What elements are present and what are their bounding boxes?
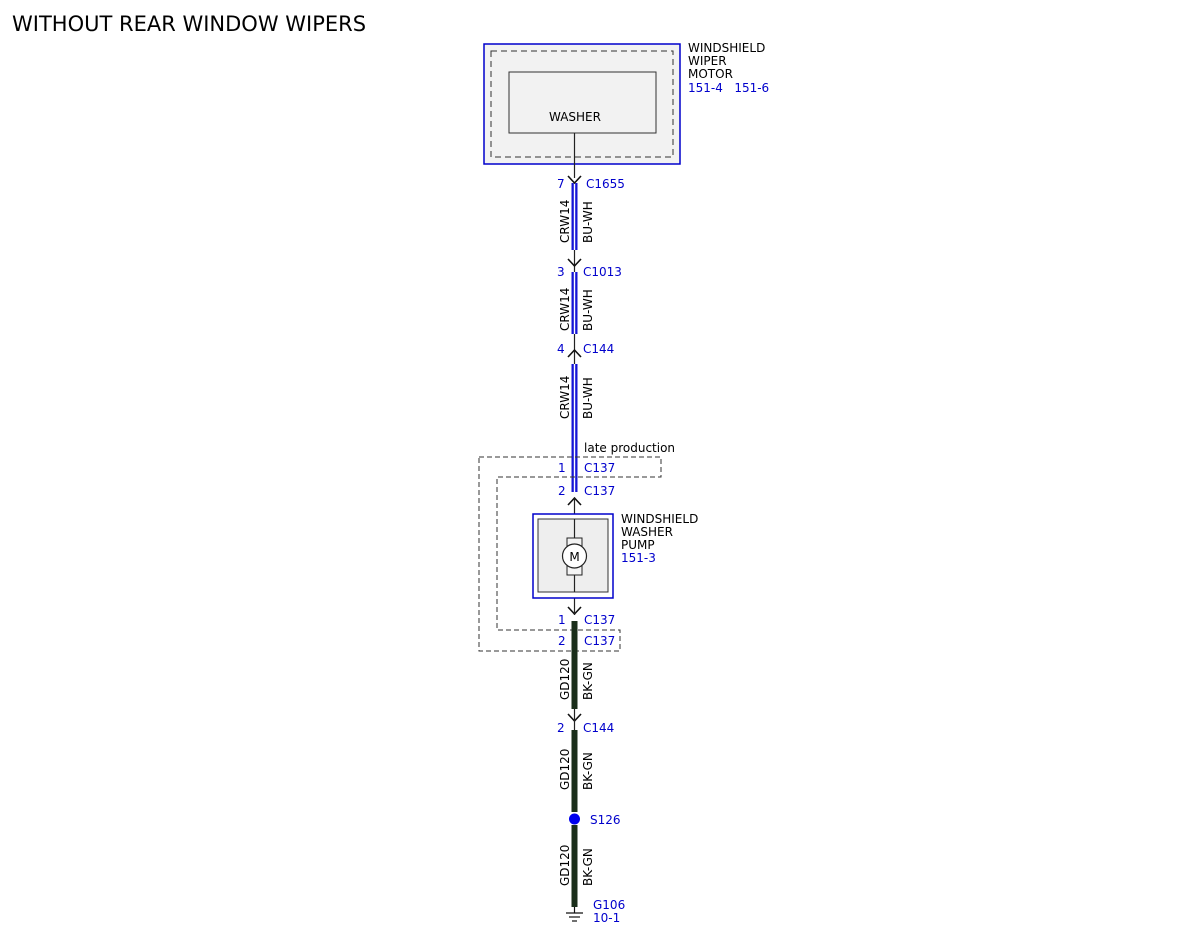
wire-color-label: BU-WH — [581, 201, 595, 243]
wire-color-label: BK-GN — [581, 848, 595, 886]
wire-color-label: BK-GN — [581, 662, 595, 700]
connector-c144[interactable]: C144 — [583, 721, 614, 735]
wire-segment-6 — [571, 825, 578, 907]
wire-circuit-label: GD120 — [558, 749, 572, 790]
wire-color-label: BU-WH — [581, 377, 595, 419]
wiper-motor-dashed-boundary — [490, 50, 674, 158]
connector-pin: 1 — [558, 461, 566, 475]
connector-c144[interactable]: C144 — [583, 342, 614, 356]
washer-pump[interactable]: M — [532, 513, 614, 599]
ground-g106-ref[interactable]: 10-1 — [593, 911, 620, 925]
connector-c137[interactable]: C137 — [584, 634, 615, 648]
wiper-motor[interactable]: WASHER — [483, 43, 681, 165]
motor-icon — [561, 543, 588, 569]
connector-c1655-symbol — [567, 175, 582, 185]
washer-module-box — [508, 71, 657, 134]
wire-segment-4 — [571, 621, 578, 709]
late-production-label: late production — [584, 441, 675, 455]
connector-c137[interactable]: C137 — [584, 461, 615, 475]
connector-pin: 7 — [557, 177, 565, 191]
wire-circuit-label: GD120 — [558, 659, 572, 700]
washer-pump-name-line-3: PUMP — [621, 538, 655, 552]
washer-pump-ref[interactable]: 151-3 — [621, 551, 656, 565]
wire-crw14-segments[interactable] — [571, 183, 578, 492]
ground-icon — [566, 907, 583, 922]
splice-s126-dot[interactable] — [569, 813, 580, 825]
connector-c1013-symbol — [567, 258, 582, 268]
connector-pin: 2 — [557, 721, 565, 735]
ground-g106-label[interactable]: G106 — [593, 898, 625, 912]
connector-pin: 3 — [557, 265, 565, 279]
wire-circuit-label: GD120 — [558, 845, 572, 886]
connector-pin: 2 — [558, 484, 566, 498]
washer-pump-name-line-1: WINDSHIELD — [621, 512, 698, 526]
wire-color-label: BU-WH — [581, 289, 595, 331]
washer-module-label: WASHER — [549, 110, 601, 124]
wire-segment-5 — [571, 730, 578, 812]
connector-pin: 2 — [558, 634, 566, 648]
wire-color-label: BK-GN — [581, 752, 595, 790]
wire-circuit-label: CRW14 — [558, 376, 572, 419]
wiper-motor-refs[interactable]: 151-4 151-6 — [688, 81, 769, 95]
connector-c1655[interactable]: C1655 — [586, 177, 625, 191]
washer-pump-name-line-2: WASHER — [621, 525, 673, 539]
connector-pin: 1 — [558, 613, 566, 627]
connector-c137[interactable]: C137 — [584, 484, 615, 498]
wire-circuit-label: CRW14 — [558, 288, 572, 331]
wiper-motor-name-line-2: WIPER — [688, 54, 727, 68]
connector-c1013[interactable]: C1013 — [583, 265, 622, 279]
splice-s126-label[interactable]: S126 — [590, 813, 621, 827]
connector-pin: 4 — [557, 342, 565, 356]
wiper-motor-name-line-3: MOTOR — [688, 67, 733, 81]
connector-c137[interactable]: C137 — [584, 613, 615, 627]
motor-symbol-label: M — [569, 550, 579, 564]
diagram-title: WITHOUT REAR WINDOW WIPERS — [12, 12, 366, 36]
connector-c144-symbol — [567, 348, 582, 358]
wire-circuit-label: CRW14 — [558, 200, 572, 243]
wiper-motor-name-line-1: WINDSHIELD — [688, 41, 765, 55]
late-production-boundary — [478, 456, 662, 652]
wire-gd120-segments[interactable] — [571, 621, 578, 907]
